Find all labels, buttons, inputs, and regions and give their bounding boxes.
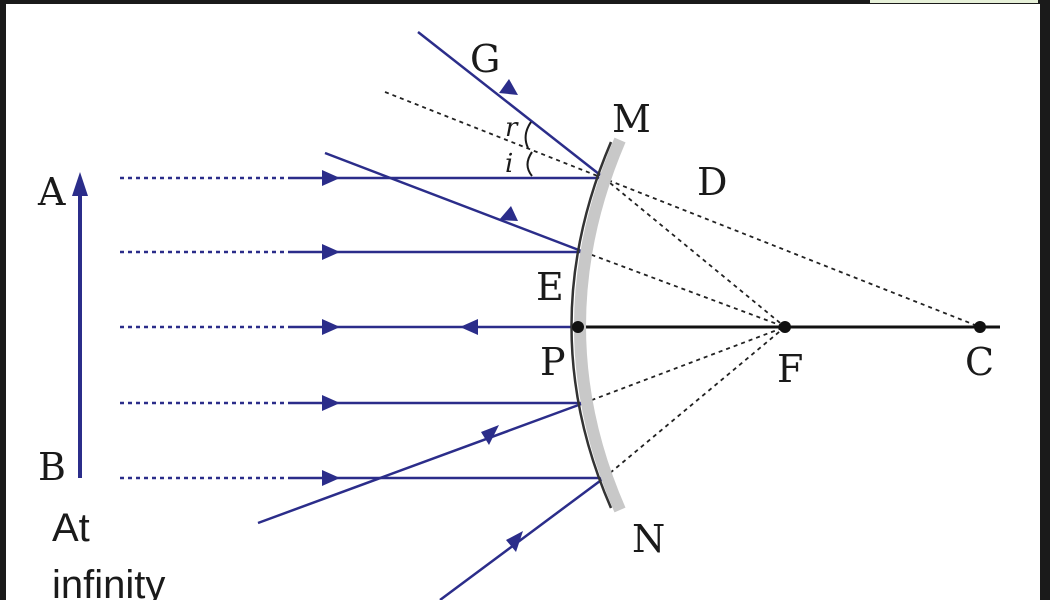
label-angle-i: i <box>505 149 513 179</box>
label-g: G <box>470 37 500 81</box>
label-m: M <box>612 97 651 141</box>
angle-arcs <box>524 121 533 177</box>
label-p: P <box>540 340 566 384</box>
focus-point <box>779 321 791 333</box>
pole-point <box>572 321 584 333</box>
label-angle-r: r <box>505 113 519 143</box>
centre-point <box>974 321 986 333</box>
label-a: A <box>37 170 66 214</box>
corner-accent <box>870 0 1038 3</box>
object-arrow-ab <box>72 172 88 478</box>
board <box>6 4 1040 600</box>
label-infinity: infinity <box>52 563 165 600</box>
label-n: N <box>632 517 665 561</box>
label-d: D <box>697 160 727 204</box>
label-e: E <box>536 265 564 309</box>
label-c: C <box>965 340 994 384</box>
label-b: B <box>38 445 66 489</box>
label-at: At <box>52 506 90 550</box>
ray-arrowheads <box>322 79 523 552</box>
construction-lines <box>384 91 981 479</box>
points <box>572 321 986 333</box>
label-f: F <box>777 347 803 391</box>
reflected-rays <box>257 31 605 600</box>
